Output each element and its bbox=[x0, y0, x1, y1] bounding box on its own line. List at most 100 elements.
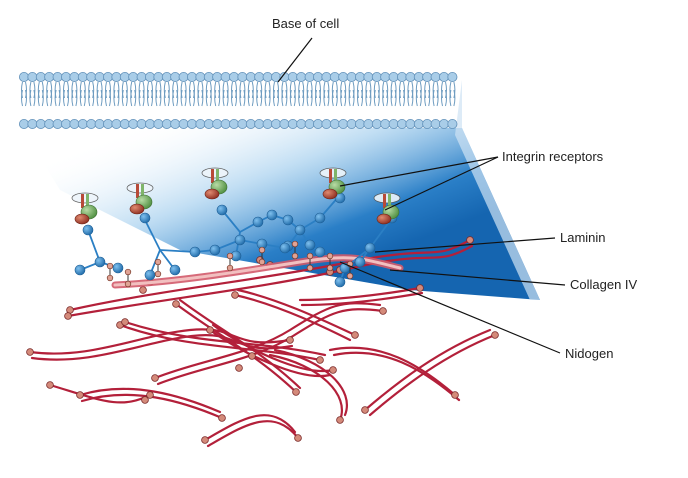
lipid-tail bbox=[306, 89, 313, 107]
lipid-head bbox=[338, 119, 349, 130]
collagen-fiber bbox=[48, 383, 152, 404]
collagen-end bbox=[139, 286, 147, 294]
lipid-head bbox=[161, 119, 172, 130]
collagen-fiber bbox=[206, 420, 300, 448]
lipid-head bbox=[413, 119, 424, 130]
integrin-membrane-disc bbox=[201, 167, 229, 179]
lipid-tail bbox=[121, 89, 128, 107]
collagen-end bbox=[416, 284, 424, 292]
lipid-head bbox=[144, 119, 155, 130]
lipid-head bbox=[287, 72, 298, 83]
lipid-tail bbox=[29, 81, 36, 99]
lipid-head bbox=[321, 119, 332, 130]
integrin-stalk bbox=[334, 169, 337, 183]
collagen-end bbox=[76, 391, 84, 399]
collagen-end bbox=[231, 291, 239, 299]
lipid-tail bbox=[340, 89, 347, 107]
lipid-head bbox=[304, 72, 315, 83]
lipid-tail bbox=[399, 81, 405, 99]
laminin-domain bbox=[354, 256, 366, 268]
collagen-iv-network bbox=[26, 236, 499, 448]
collagen-fiber bbox=[273, 348, 348, 417]
lipid-tail bbox=[348, 81, 355, 99]
lipid-head bbox=[296, 72, 307, 83]
lipid-head bbox=[18, 119, 29, 130]
lipid-tail bbox=[449, 81, 456, 99]
lipid-tail bbox=[155, 89, 162, 107]
laminin-domain bbox=[314, 246, 326, 258]
lipid-head bbox=[69, 119, 80, 130]
lipid-head bbox=[346, 119, 357, 130]
integrin-stalk bbox=[141, 184, 144, 198]
lipid-tail bbox=[256, 89, 263, 107]
lipid-tail bbox=[189, 89, 195, 107]
lipid-head bbox=[262, 119, 273, 130]
lipid-tail bbox=[96, 81, 103, 99]
leader-laminin bbox=[374, 237, 556, 253]
lipid-head bbox=[136, 119, 147, 130]
lipid-head bbox=[287, 119, 298, 130]
lipid-tail bbox=[331, 81, 338, 99]
collagen-end bbox=[466, 236, 474, 244]
label-collagen-iv: Collagen IV bbox=[570, 277, 638, 292]
lipid-head bbox=[35, 72, 46, 83]
lipid-head bbox=[438, 119, 449, 130]
collagen-band-highlight bbox=[113, 256, 402, 287]
lipid-tail bbox=[222, 81, 229, 99]
lipid-head bbox=[220, 119, 231, 130]
lipid-head bbox=[438, 72, 449, 83]
lipid-tail bbox=[147, 89, 153, 107]
lipid-tail bbox=[424, 81, 431, 99]
lipid-head bbox=[422, 72, 433, 83]
lipid-tail bbox=[113, 89, 120, 107]
collagen-end bbox=[151, 374, 159, 382]
lipid-tail bbox=[239, 89, 246, 107]
collagen-end bbox=[64, 312, 72, 320]
lipid-tail bbox=[71, 89, 78, 107]
lipid-tail bbox=[46, 89, 53, 107]
lipid-tail bbox=[407, 89, 414, 107]
lipid-head bbox=[77, 119, 88, 130]
lipid-head bbox=[430, 119, 441, 130]
lipid-head bbox=[237, 119, 248, 130]
lipid-tail bbox=[71, 81, 78, 99]
laminin-domain bbox=[189, 246, 201, 258]
lipid-head bbox=[203, 119, 214, 130]
collagen-end bbox=[235, 364, 243, 372]
laminin-domain bbox=[139, 212, 151, 224]
lipid-bilayer bbox=[18, 72, 458, 130]
lipid-tail bbox=[273, 89, 279, 107]
lipid-tail bbox=[63, 81, 69, 99]
collagen-fiber bbox=[78, 387, 222, 414]
leader-integrin-2 bbox=[384, 156, 499, 211]
nidogen-domain bbox=[346, 272, 354, 280]
lipid-tail bbox=[214, 89, 221, 107]
collagen-end bbox=[451, 391, 459, 399]
lipid-tail bbox=[163, 81, 170, 99]
laminin-network bbox=[74, 192, 398, 288]
collagen-fiber bbox=[80, 393, 224, 420]
lipid-head bbox=[321, 72, 332, 83]
lipid-head bbox=[94, 119, 105, 130]
collagen-end bbox=[292, 388, 300, 396]
lipid-head bbox=[363, 72, 374, 83]
label-base-of-cell: Base of cell bbox=[272, 16, 339, 31]
collagen-fiber bbox=[68, 238, 472, 312]
lipid-tail bbox=[289, 81, 296, 99]
integrin-stalk bbox=[216, 169, 219, 183]
integrin-membrane-disc bbox=[71, 192, 99, 204]
nidogen-domain bbox=[306, 264, 314, 272]
lipid-head bbox=[262, 72, 273, 83]
nidogen-domain bbox=[106, 262, 114, 270]
lipid-tail bbox=[147, 81, 153, 99]
collagen-end bbox=[336, 416, 344, 424]
lipid-head bbox=[170, 119, 181, 130]
integrin-stalk bbox=[86, 194, 89, 208]
lipid-head bbox=[18, 72, 29, 83]
collagen-fiber bbox=[268, 353, 343, 422]
lipid-tail bbox=[121, 81, 128, 99]
lipid-tail bbox=[205, 81, 212, 99]
integrin-stalk bbox=[81, 194, 84, 208]
lipid-head bbox=[388, 72, 399, 83]
label-integrin-receptors: Integrin receptors bbox=[502, 149, 604, 164]
